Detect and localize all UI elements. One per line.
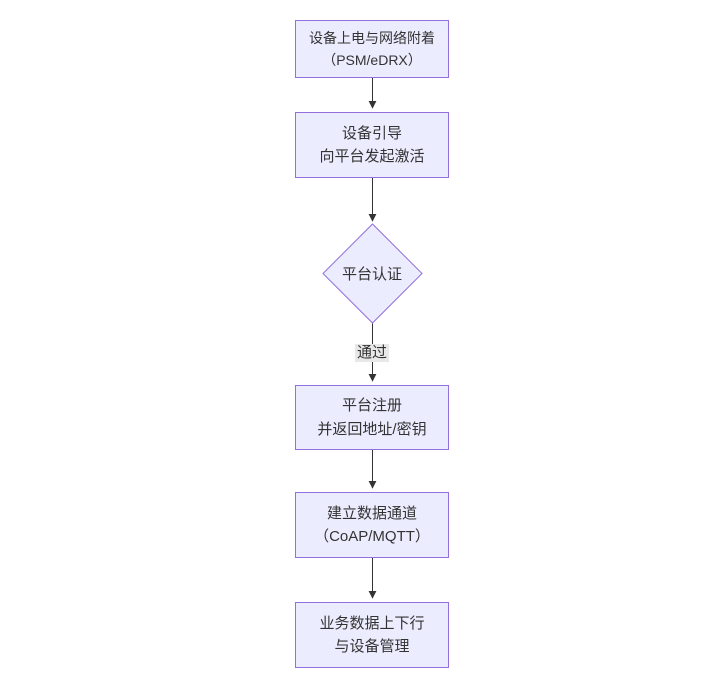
node-auth: 平台认证 — [322, 223, 423, 324]
node-channel-label: 建立数据通道 （CoAP/MQTT） — [314, 504, 430, 545]
node-power-on: 设备上电与网络附着 （PSM/eDRX） — [295, 20, 449, 78]
node-register-label: 平台注册 并返回地址/密钥 — [317, 397, 427, 438]
node-channel: 建立数据通道 （CoAP/MQTT） — [295, 492, 449, 558]
node-power-on-label: 设备上电与网络附着 （PSM/eDRX） — [309, 29, 435, 68]
node-bootstrap: 设备引导 向平台发起激活 — [295, 112, 449, 178]
node-bootstrap-label: 设备引导 向平台发起激活 — [319, 124, 425, 165]
node-auth-label: 平台认证 — [341, 265, 402, 283]
edge-label-pass: 通过 — [354, 344, 390, 362]
node-business-label: 业务数据上下行 与设备管理 — [319, 614, 425, 655]
node-register: 平台注册 并返回地址/密钥 — [295, 385, 449, 450]
node-business: 业务数据上下行 与设备管理 — [295, 602, 449, 668]
